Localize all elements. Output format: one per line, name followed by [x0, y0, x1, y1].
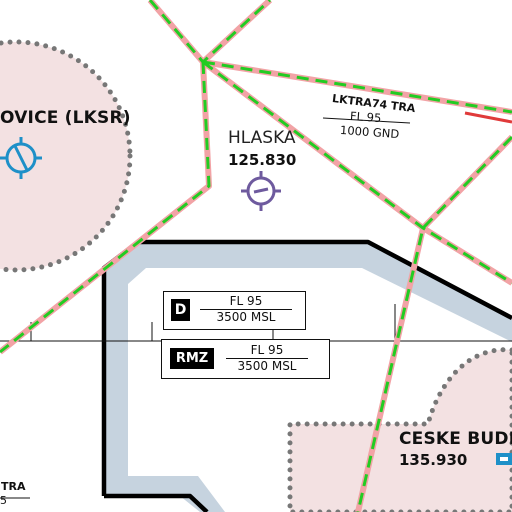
rmz-tag: RMZ — [170, 348, 214, 369]
danger-area-tag: D — [171, 299, 190, 321]
danger-area-limits[interactable]: D FL 95 3500 MSL — [163, 291, 306, 330]
rmz-limits[interactable]: RMZ FL 95 3500 MSL — [161, 339, 330, 379]
tra-partial-name: TRA — [1, 480, 26, 493]
ceske-budejovice-frequency: 135.930 — [399, 451, 468, 469]
rmz-stack: FL 95 3500 MSL — [226, 343, 308, 374]
vodochody-name: OVICE (LKSR) — [0, 108, 131, 128]
ceske-budejovice-name: CESKE BUDE — [399, 429, 512, 449]
tra-limit-separator — [322, 117, 411, 124]
rmz-upper: FL 95 — [226, 343, 308, 359]
ceske-budejovice-zone — [287, 347, 512, 512]
danger-area-lower: 3500 MSL — [216, 310, 276, 324]
hlaska-frequency: 125.830 — [228, 151, 297, 169]
danger-area-stack: FL 95 3500 MSL — [200, 294, 292, 325]
danger-area-border-bottom — [104, 493, 209, 512]
vodochody-zone — [0, 39, 133, 273]
vor-icon[interactable] — [241, 171, 281, 211]
tra-partial-upper: 5 — [0, 494, 7, 507]
lktra74-upper: FL 95 — [349, 108, 382, 126]
danger-area-upper: FL 95 — [200, 294, 292, 310]
airport-marker-icon — [496, 453, 512, 465]
rmz-lower: 3500 MSL — [237, 359, 297, 373]
hlaska-name: HLASKA — [228, 128, 296, 148]
vor-icon[interactable] — [0, 137, 42, 179]
danger-area-band — [104, 242, 512, 512]
